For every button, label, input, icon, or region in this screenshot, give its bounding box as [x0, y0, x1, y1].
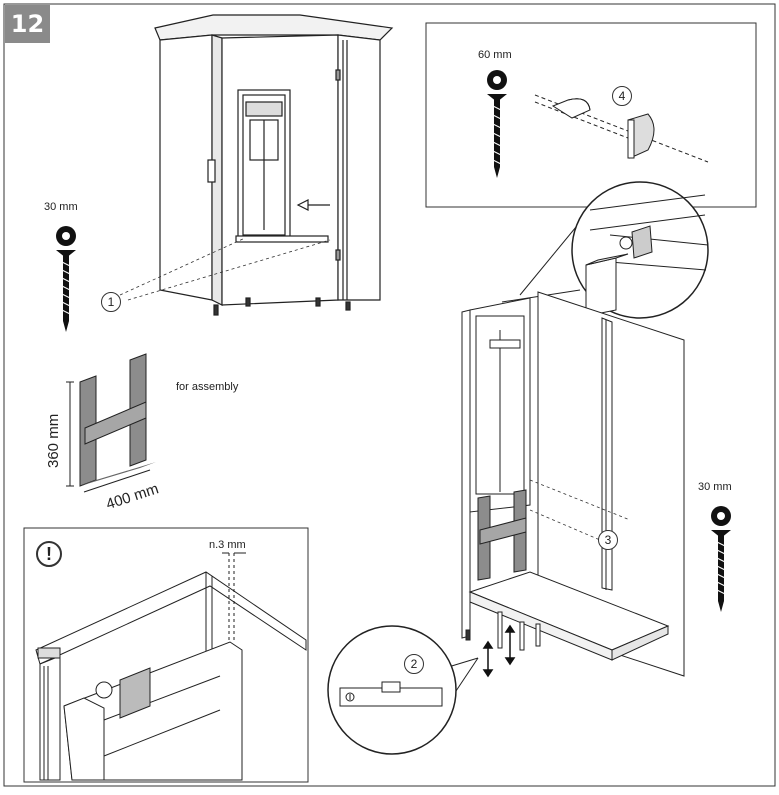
warning-detail-drawing: [35, 552, 307, 781]
screw-30mm-right-icon: [711, 506, 731, 612]
screw-30mm-left-icon: [56, 226, 76, 332]
height-adjust-arrows-icon: [482, 624, 516, 678]
step-number-badge: 12: [5, 5, 50, 43]
callout-2: 2: [404, 654, 424, 674]
page-border: [3, 3, 776, 787]
callout-4: 4: [612, 86, 632, 106]
warning-icon: !: [36, 541, 62, 567]
detail-box-dowel: [425, 22, 757, 208]
level-detail: [327, 625, 479, 755]
main-assembly: [461, 291, 685, 677]
corner-cabinet: [154, 14, 394, 316]
jig-height-label: 360 mm: [45, 413, 62, 468]
screw-60mm-icon: [487, 70, 507, 178]
callout-1: 1: [101, 292, 121, 312]
callout-3: 3: [598, 530, 618, 550]
screw-length-label-left: 30 mm: [44, 201, 78, 213]
jig-caption: for assembly: [176, 381, 239, 393]
callout-3-leader: [529, 479, 631, 541]
assembly-jig: [66, 353, 156, 493]
screw-length-label-top: 60 mm: [478, 49, 512, 61]
magnifier-detail: [501, 181, 709, 319]
callout-1-leader: [119, 237, 331, 301]
screw-length-label-right: 30 mm: [698, 481, 732, 493]
dowel-parts: [534, 94, 709, 163]
gap-label: n.3 mm: [209, 539, 246, 551]
